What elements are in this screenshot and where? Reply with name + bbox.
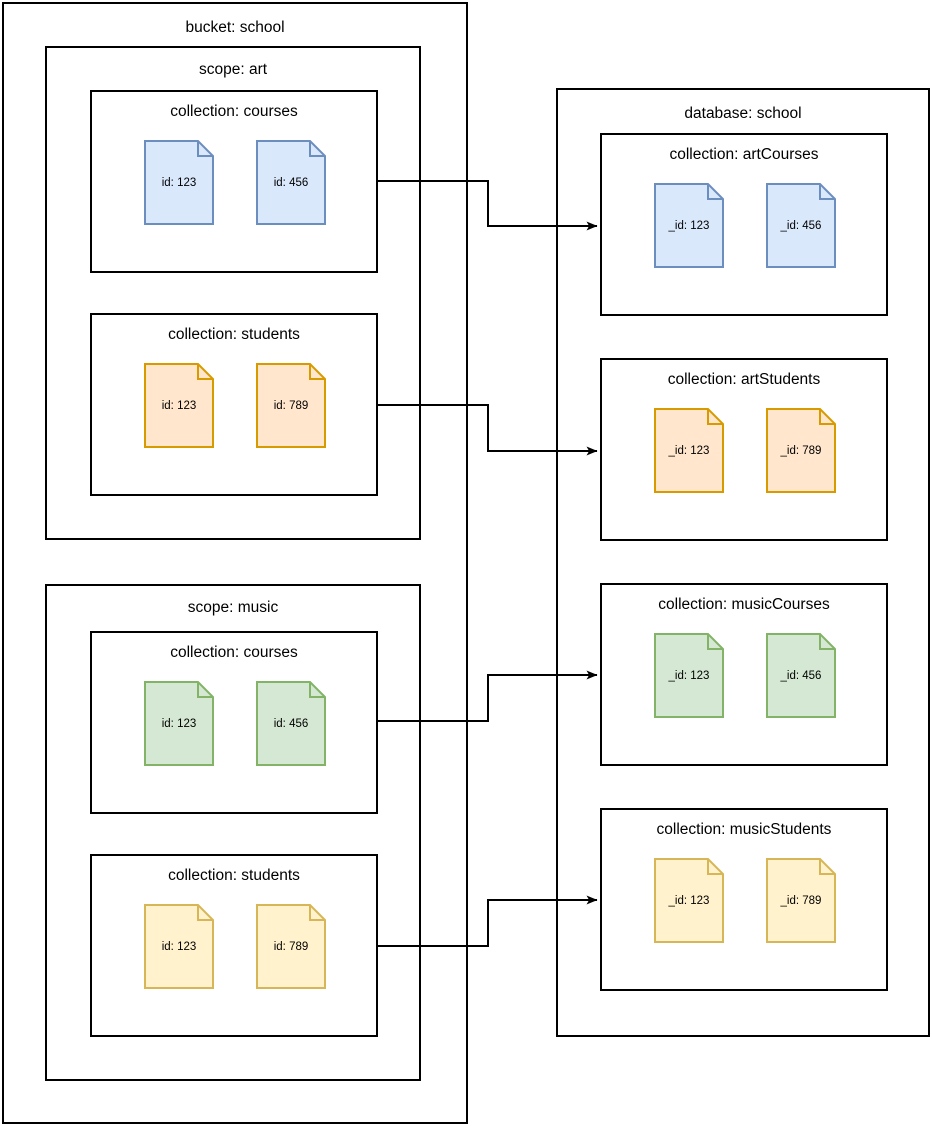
document-card[interactable]: _id: 789: [766, 858, 836, 943]
document-row: id: 123 id: 456: [144, 681, 326, 766]
document-card[interactable]: _id: 123: [654, 633, 724, 718]
document-card[interactable]: id: 123: [144, 363, 214, 448]
document-card[interactable]: id: 123: [144, 681, 214, 766]
document-card[interactable]: _id: 456: [766, 633, 836, 718]
document-row: _id: 123 _id: 456: [654, 633, 836, 718]
document-card[interactable]: _id: 123: [654, 858, 724, 943]
scope-frame-music[interactable]: scope: music: [45, 584, 421, 1081]
collection-frame-music-students[interactable]: collection: students id: 123 id: 789: [90, 854, 378, 1037]
database-title: database: school: [684, 105, 802, 122]
document-card[interactable]: _id: 456: [766, 183, 836, 268]
document-icon: [256, 681, 326, 766]
document-icon: [256, 904, 326, 989]
database-frame[interactable]: database: school: [556, 88, 930, 1037]
document-icon: [766, 633, 836, 718]
document-row: _id: 123 _id: 789: [654, 408, 836, 493]
document-icon: [766, 858, 836, 943]
collection-frame-artstudents[interactable]: collection: artStudents _id: 123 _id: 78…: [600, 358, 888, 541]
collection-title-art-courses: collection: courses: [170, 103, 298, 120]
document-icon: [766, 183, 836, 268]
document-card[interactable]: id: 456: [256, 681, 326, 766]
collection-frame-musicstudents[interactable]: collection: musicStudents _id: 123 _id: …: [600, 808, 888, 991]
document-icon: [256, 363, 326, 448]
document-icon: [654, 858, 724, 943]
scope-frame-art[interactable]: scope: art: [45, 46, 421, 540]
collection-frame-music-courses[interactable]: collection: courses id: 123 id: 456: [90, 631, 378, 814]
scope-title-art: scope: art: [198, 61, 268, 78]
collection-title-music-students: collection: students: [168, 867, 300, 884]
collection-title-music-courses: collection: courses: [170, 644, 298, 661]
bucket-frame[interactable]: bucket: school: [2, 2, 468, 1124]
bucket-title: bucket: school: [185, 19, 285, 36]
document-icon: [144, 904, 214, 989]
document-icon: [654, 633, 724, 718]
document-icon: [654, 408, 724, 493]
collection-title-artcourses: collection: artCourses: [669, 146, 819, 163]
document-icon: [144, 681, 214, 766]
document-row: _id: 123 _id: 456: [654, 183, 836, 268]
document-row: id: 123 id: 789: [144, 363, 326, 448]
document-icon: [766, 408, 836, 493]
document-card[interactable]: id: 456: [256, 140, 326, 225]
document-row: id: 123 id: 789: [144, 904, 326, 989]
scope-title-music: scope: music: [187, 599, 279, 616]
collection-frame-art-students[interactable]: collection: students id: 123 id: 789: [90, 313, 378, 496]
document-row: _id: 123 _id: 789: [654, 858, 836, 943]
document-card[interactable]: id: 789: [256, 904, 326, 989]
collection-title-art-students: collection: students: [168, 326, 300, 343]
document-card[interactable]: id: 789: [256, 363, 326, 448]
document-card[interactable]: id: 123: [144, 904, 214, 989]
document-icon: [256, 140, 326, 225]
document-card[interactable]: id: 123: [144, 140, 214, 225]
collection-title-musiccourses: collection: musicCourses: [658, 596, 830, 613]
document-row: id: 123 id: 456: [144, 140, 326, 225]
document-card[interactable]: _id: 789: [766, 408, 836, 493]
collection-frame-musiccourses[interactable]: collection: musicCourses _id: 123 _id: 4…: [600, 583, 888, 766]
document-icon: [144, 363, 214, 448]
document-card[interactable]: _id: 123: [654, 183, 724, 268]
collection-frame-artcourses[interactable]: collection: artCourses _id: 123 _id: 456: [600, 133, 888, 316]
collection-title-musicstudents: collection: musicStudents: [656, 821, 832, 838]
document-card[interactable]: _id: 123: [654, 408, 724, 493]
document-icon: [144, 140, 214, 225]
collection-title-artstudents: collection: artStudents: [667, 371, 821, 388]
collection-frame-art-courses[interactable]: collection: courses id: 123 id: 456: [90, 90, 378, 273]
document-icon: [654, 183, 724, 268]
